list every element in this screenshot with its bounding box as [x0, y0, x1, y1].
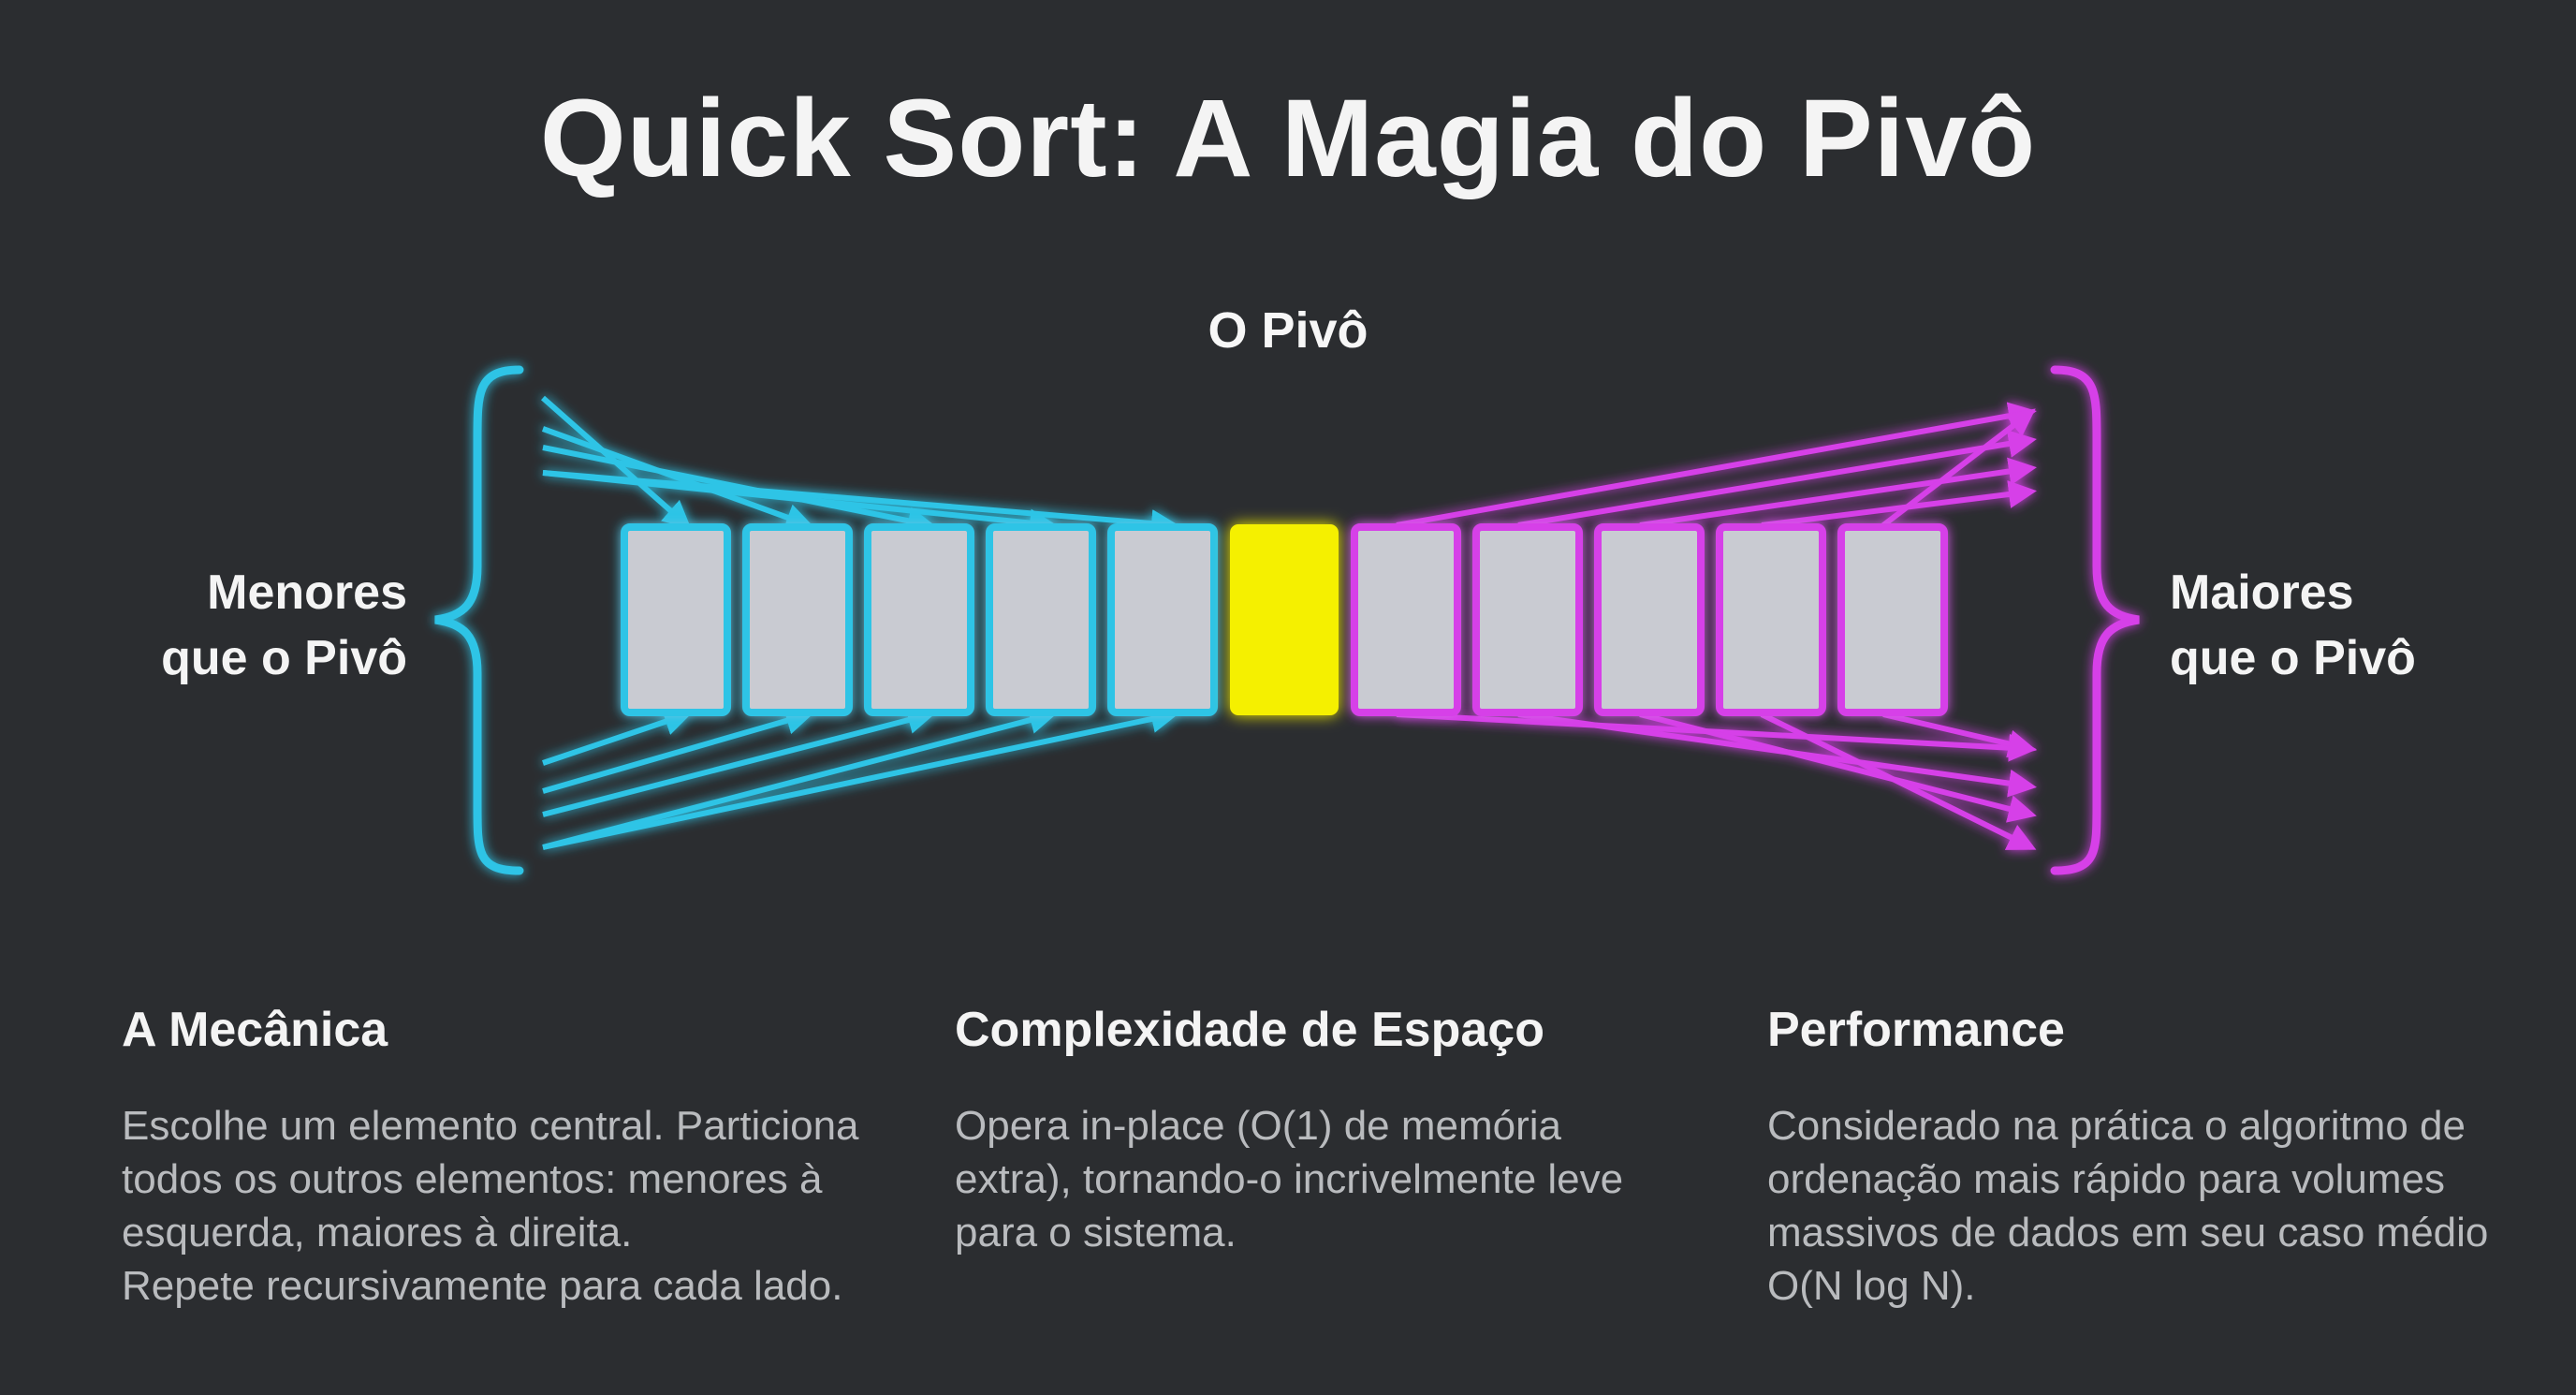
less-arrow-bottom: [542, 706, 1058, 850]
greater-arrow-top: [1881, 408, 2036, 528]
section-text: Opera in-place (O(1) de memória extra), …: [955, 1103, 1624, 1256]
pivot-label: O Pivô: [1208, 302, 1368, 359]
quicksort-partition-diagram: [434, 365, 2140, 875]
greater-than-pivot-label: Maiores que o Pivô: [2170, 565, 2416, 685]
less-arrow-bottom: [542, 707, 814, 794]
less-arrow-bottom: [542, 708, 693, 766]
greater-arrow-bottom: [1760, 712, 2037, 850]
less-arrow-top: [542, 470, 1179, 537]
less-than-arrows: [541, 395, 1179, 850]
greater-arrow-bottom: [1882, 712, 2037, 758]
greater-arrow-top: [1639, 457, 2037, 528]
less-element: [864, 523, 974, 716]
right-brace-icon: [2050, 365, 2140, 875]
section-text: Considerado na prática o algoritmo de or…: [1767, 1103, 2489, 1309]
section-performance: Performance Considerado na prática o alg…: [1767, 1002, 2535, 1313]
section-mecanica: A Mecânica Escolhe um elemento central. …: [122, 1002, 927, 1313]
greater-arrow-top: [1761, 480, 2037, 528]
page-title: Quick Sort: A Magia do Pivô: [539, 77, 2037, 200]
greater-arrow-top: [1396, 402, 2037, 528]
greater-element: [1472, 523, 1583, 716]
pivot-element: [1230, 524, 1339, 715]
greater-element: [1594, 523, 1705, 716]
section-heading: A Mecânica: [122, 1003, 388, 1057]
greater-than-arrows: [1396, 402, 2037, 850]
less-element: [621, 523, 731, 716]
section-heading: Complexidade de Espaço: [955, 1003, 1544, 1057]
less-than-pivot-label: Menores que o Pivô: [161, 565, 407, 685]
section-text: Escolhe um elemento central. Particiona …: [122, 1103, 859, 1309]
left-brace-icon: [434, 365, 524, 875]
less-element: [986, 523, 1096, 716]
less-element: [1107, 523, 1218, 716]
less-arrow-bottom: [542, 706, 936, 817]
greater-arrow-bottom: [1639, 712, 2037, 823]
less-arrow-bottom: [542, 705, 1179, 850]
section-heading: Performance: [1767, 1003, 2065, 1057]
array-elements: [621, 523, 1948, 716]
section-espaco: Complexidade de Espaço Opera in-place (O…: [955, 1002, 1722, 1259]
greater-element: [1351, 523, 1461, 716]
greater-element: [1837, 523, 1948, 716]
greater-element: [1716, 523, 1826, 716]
less-element: [742, 523, 853, 716]
greater-arrow-top: [1517, 430, 2037, 528]
